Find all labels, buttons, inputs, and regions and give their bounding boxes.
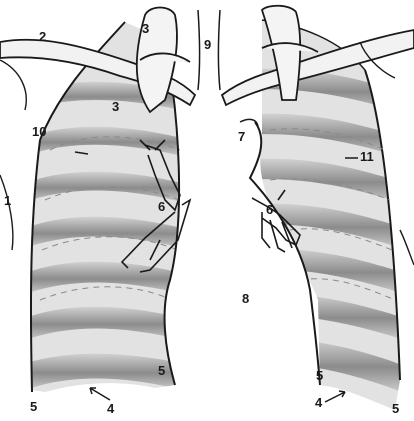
label-8: 8 [242,292,249,305]
label-4-right: 4 [315,396,322,409]
label-6-right: 6 [266,203,273,216]
label-3-upper: 3 [142,22,149,35]
label-11: 11 [360,150,374,163]
label-3-middle: 3 [112,100,119,113]
label-10: 10 [32,125,46,138]
label-5-left-outer: 5 [30,400,37,413]
label-4-left: 4 [107,402,114,415]
label-6-left: 6 [158,200,165,213]
label-9: 9 [204,38,211,51]
label-5-right-inner: 5 [316,369,323,382]
label-2: 2 [39,30,46,43]
label-5-right-outer: 5 [392,402,399,415]
label-7: 7 [238,130,245,143]
label-5-left-inner: 5 [158,364,165,377]
label-1: 1 [4,194,11,207]
